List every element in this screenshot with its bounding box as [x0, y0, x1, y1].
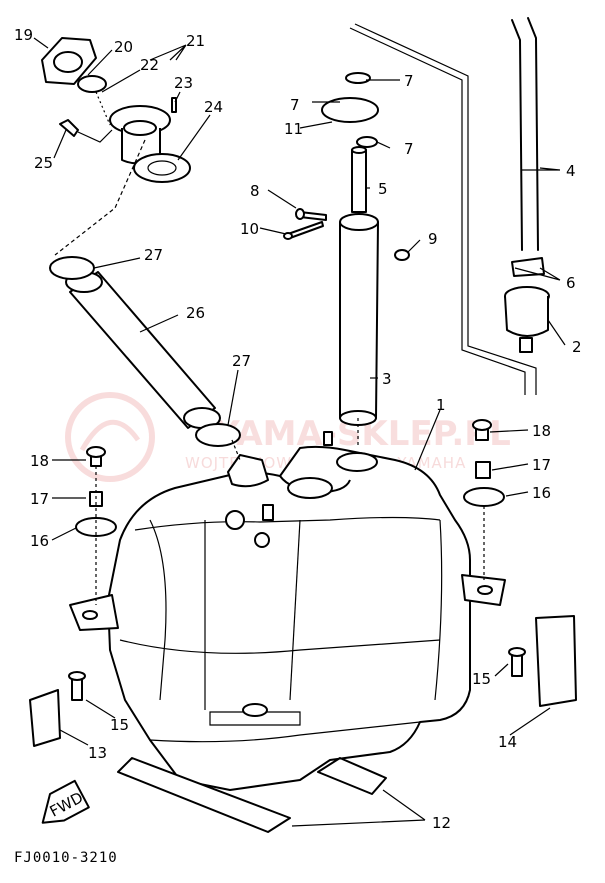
callout-21: 21 [186, 32, 205, 50]
right-bracket-pad [508, 615, 577, 707]
callout-17-right: 17 [532, 456, 551, 474]
callout-18-right: 18 [532, 422, 551, 440]
callout-19: 19 [14, 26, 33, 44]
filler-cap-assembly [41, 37, 191, 256]
callout-7-top: 7 [404, 72, 414, 90]
callout-18-left: 18 [30, 452, 49, 470]
callout-13: 13 [88, 744, 107, 762]
vent-hose-filter-assembly [349, 17, 550, 395]
callout-17-left: 17 [30, 490, 49, 508]
callout-15-left: 15 [110, 716, 129, 734]
callout-24: 24 [204, 98, 223, 116]
callout-25: 25 [34, 154, 53, 172]
callout-7-low: 7 [404, 140, 414, 158]
callout-labels: 1 2 3 4 5 6 7 7 7 8 9 10 11 12 13 14 15 … [14, 26, 582, 832]
breather-pipe-assembly [283, 72, 410, 445]
callout-7-mid: 7 [290, 96, 300, 114]
callout-22: 22 [140, 56, 159, 74]
fuel-tank-part [69, 431, 506, 791]
left-damper-stack [75, 446, 117, 605]
forward-arrow-icon: FWD [41, 779, 90, 824]
floor-pads [117, 757, 387, 833]
right-damper-stack [463, 419, 505, 580]
callout-6: 6 [566, 274, 576, 292]
callout-27-top: 27 [144, 246, 163, 264]
callout-20: 20 [114, 38, 133, 56]
callout-12: 12 [432, 814, 451, 832]
left-bracket-pad [29, 671, 86, 747]
callout-9: 9 [428, 230, 438, 248]
callout-23: 23 [174, 74, 193, 92]
callout-26: 26 [186, 304, 205, 322]
callout-27-low: 27 [232, 352, 251, 370]
callout-8: 8 [250, 182, 260, 200]
callout-10: 10 [240, 220, 259, 238]
callout-3: 3 [382, 370, 392, 388]
callout-16-left: 16 [30, 532, 49, 550]
callout-16-right: 16 [532, 484, 551, 502]
callout-1: 1 [436, 396, 446, 414]
callout-11: 11 [284, 120, 303, 138]
callout-5: 5 [378, 180, 388, 198]
callout-2: 2 [572, 338, 582, 356]
callout-4: 4 [566, 162, 576, 180]
callout-14: 14 [498, 733, 517, 751]
leader-lines [33, 37, 566, 827]
callout-15-right: 15 [472, 670, 491, 688]
filler-hose-assembly [49, 256, 241, 461]
watermark-logo-icon [65, 392, 155, 482]
drawing-code: FJ0010-3210 [14, 850, 118, 866]
